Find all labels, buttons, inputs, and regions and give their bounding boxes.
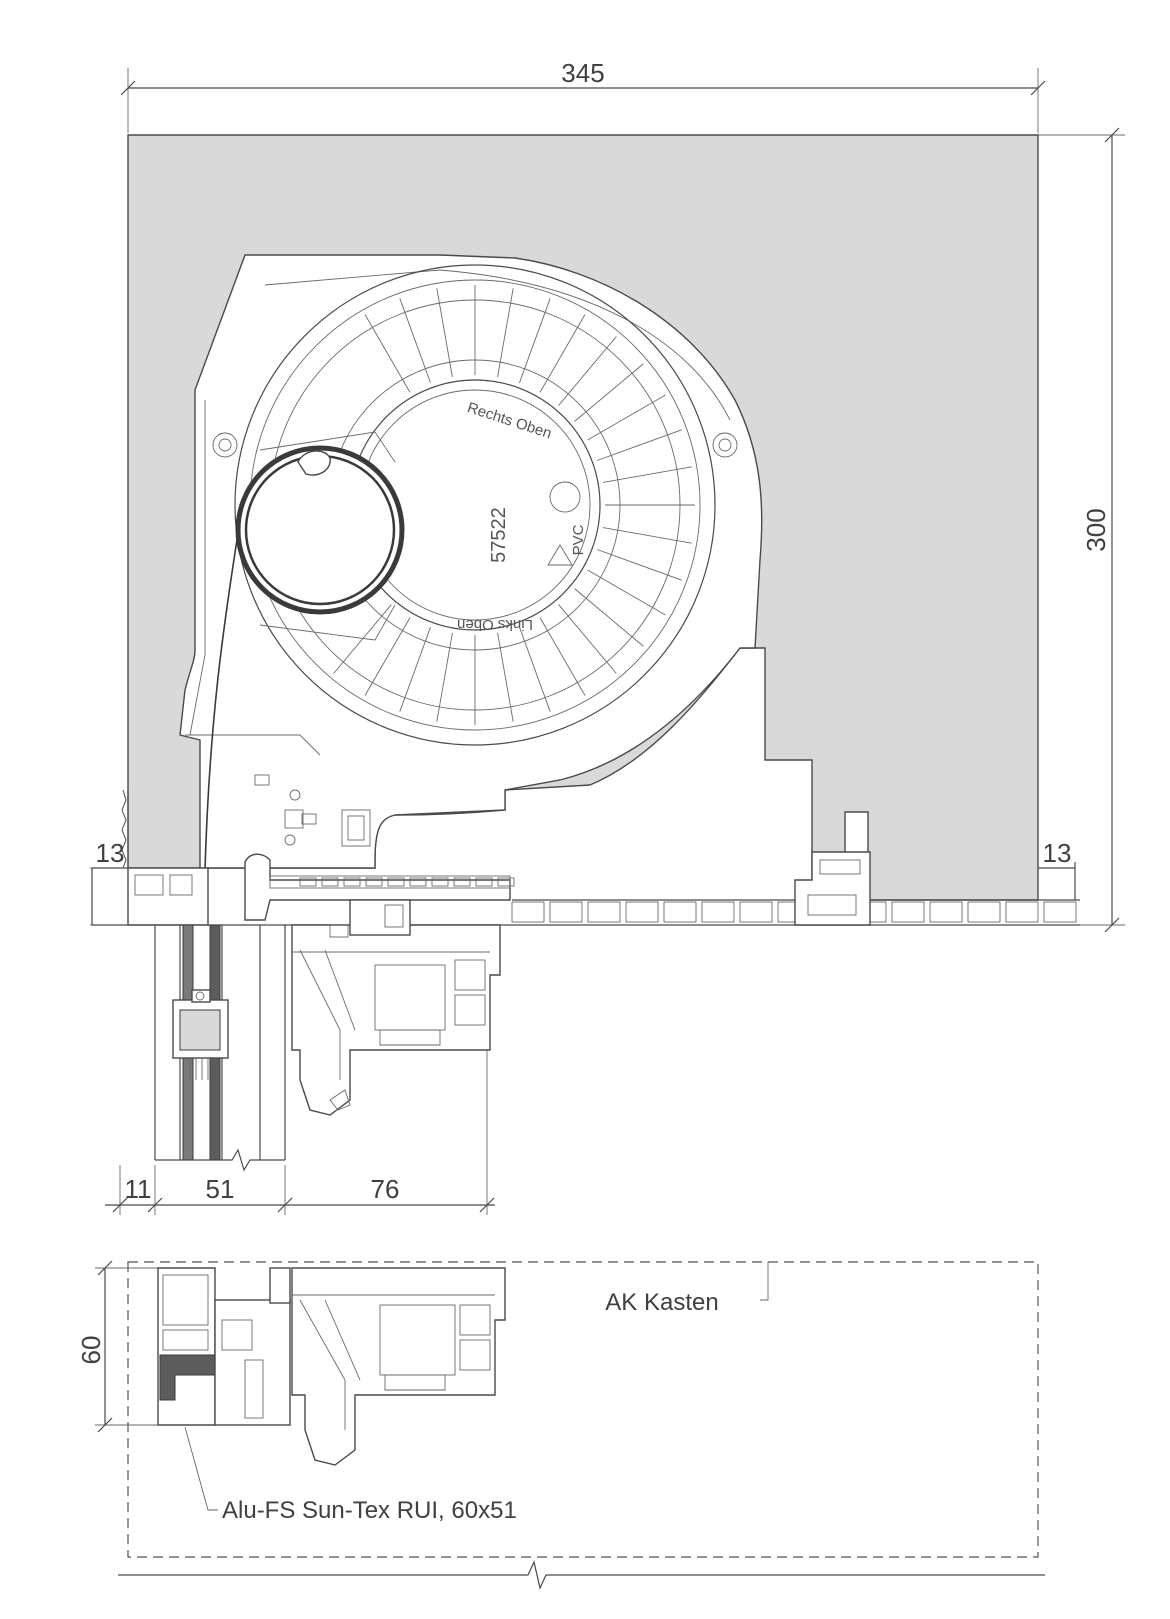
base-cell [511,901,545,923]
spoke [597,429,682,461]
spoke [333,604,392,674]
profile-label-text: Alu-FS Sun-Tex RUI, 60x51 [222,1497,517,1524]
lintel-cell [409,877,427,887]
dim-300-text: 300 [1081,508,1111,551]
tube-clip [297,450,331,476]
base-cell [967,901,1001,923]
dim-13-right-text: 13 [1043,838,1072,868]
roller-tube [244,454,396,606]
window-frame-upper [291,924,501,1116]
spoke [519,627,551,712]
base-cell [663,901,697,923]
hub-hole [549,481,581,513]
label-profile: Alu-FS Sun-Tex RUI, 60x51 [184,1426,517,1524]
base-cell [739,901,773,923]
lintel-cells [299,877,515,887]
label-ak-kasten: AK Kasten [605,1262,769,1316]
lintel-cell [343,877,361,887]
guide-rail-section [157,1267,216,1426]
dim-51-text: 51 [206,1174,235,1204]
spoke [574,363,644,422]
lintel-cell [431,877,449,887]
lintel-cell [365,877,383,887]
lintel-cell [321,877,339,887]
base-cell [587,901,621,923]
base-cell [1005,901,1039,923]
spoke [364,314,411,393]
base-cell [1043,901,1077,923]
lintel-cell [299,877,317,887]
lintel-cell [387,877,405,887]
mark-material: PVC [570,524,587,555]
spoke [558,604,617,674]
dimension-left-13: 13 [90,838,165,926]
lintel-cell [475,877,493,887]
lintel-cell [497,877,515,887]
recycling-triangle-icon [547,544,573,566]
lintel-cell [453,877,471,887]
dimension-right-13: 13 [1038,838,1076,900]
mounting-hole-right [712,432,738,458]
base-cell [929,901,963,923]
spoke [497,632,514,722]
spoke [436,632,453,722]
dimension-top-width: 345 [120,58,1046,133]
base-cell [701,901,735,923]
section-break-line [118,1560,1045,1590]
small-insert [341,809,371,847]
dim-11-text: 11 [125,1174,152,1204]
spoke [587,394,666,441]
base-plate-cells [511,901,1077,923]
dimension-right-height: 300 [1038,127,1125,933]
mounting-hole-left [212,432,238,458]
spoke [436,288,453,378]
spoke [602,466,692,483]
base-cell [549,901,583,923]
guide-rail-top [127,867,209,926]
endcap-spokes [333,285,695,725]
dim-345-text: 345 [561,58,604,88]
dim-13-left-text: 13 [96,838,125,868]
window-frame-section [291,1267,506,1466]
spoke [497,288,514,378]
spoke [539,617,586,696]
base-cell [625,901,659,923]
spoke [602,527,692,544]
mark-part-number: 57522 [488,507,510,563]
spoke [597,549,682,581]
dimension-bottom-chain: 11 51 76 [105,1050,495,1215]
spoke [364,617,411,696]
endcap-outer-ring [234,264,716,746]
dimension-section-60: 60 [76,1260,160,1433]
curtain-fabric [204,519,241,871]
mark-links-oben: Links Oben [457,616,533,633]
spoke [519,298,551,383]
dim-60-text: 60 [76,1336,106,1365]
dim-76-text: 76 [371,1174,400,1204]
spoke [558,336,617,406]
spoke [574,588,644,647]
spoke [587,569,666,616]
spoke [399,298,431,383]
plaster-bead-profile [794,851,871,926]
roller-housing [179,254,763,869]
ak-kasten-outline [127,1261,1039,1558]
lintel-profile [244,853,511,921]
base-cell [891,901,925,923]
ak-kasten-text: AK Kasten [605,1289,718,1316]
spoke [399,627,431,712]
spoke [539,314,586,393]
